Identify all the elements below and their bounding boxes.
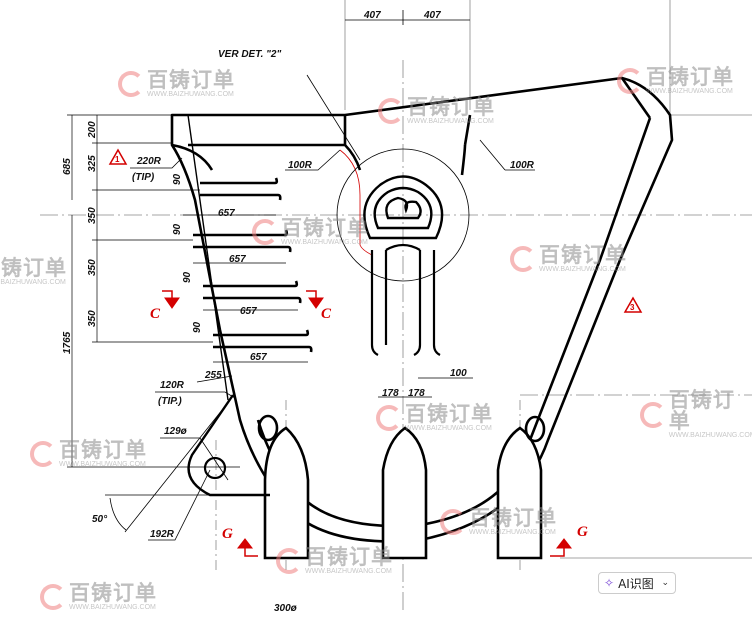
radius-192r: 192R [150,529,175,540]
top-dimension [345,10,470,25]
diameter-129: 129ø [164,426,187,437]
dim-407-left: 407 [363,10,381,21]
section-markers [162,290,573,557]
revision-triangle-3: 3 [623,296,643,313]
detail-reference: VER DET. "2" [218,49,281,60]
dim-1765: 1765 [62,331,73,354]
detail-2 [336,148,470,356]
dim-350-1: 350 [87,207,98,224]
fin-length-3: 657 [240,306,257,317]
ai-recognize-label: AI识图 [618,576,654,591]
section-g-left: G [222,526,233,542]
radius-220r: 220R [136,156,162,167]
dim-407-right: 407 [423,10,441,21]
dim-200: 200 [87,121,98,139]
dim-325: 325 [87,155,98,172]
chevron-down-icon[interactable]: ⌄ [661,578,669,588]
fin-length-1: 657 [218,208,235,219]
dim-255: 255 [204,370,222,381]
fin-dimension-lines [183,214,308,363]
gap-90-4: 90 [192,321,203,333]
fins [193,177,313,353]
dim-685: 685 [62,158,73,175]
section-c-left: C [150,306,161,322]
tip-note-2: (TIP.) [158,396,182,407]
section-c-right: C [321,306,332,322]
fin-length-2: 657 [229,254,246,265]
sparkle-icon: ✧ [604,576,615,590]
angle-50: 50° [92,514,108,525]
svg-text:1: 1 [115,155,120,164]
radius-100r-left: 100R [288,160,313,171]
tip-note: (TIP) [132,172,155,183]
radius-120r: 120R [160,380,185,391]
radius-100r-right: 100R [510,160,535,171]
gap-90-3: 90 [182,271,193,283]
dim-100: 100 [450,368,467,379]
teeth [257,414,546,560]
dim-178-right: 178 [408,388,425,399]
gap-90-2: 90 [172,223,183,235]
pivot-lug [105,375,270,541]
vertical-dimension-lines [67,114,240,468]
diameter-300: 300ø [274,603,297,614]
ai-recognize-button[interactable]: ✧ AI识图 ⌄ [598,572,676,594]
dim-350-2: 350 [87,259,98,276]
dim-350-3: 350 [87,310,98,327]
gap-90-1: 90 [172,173,183,185]
revision-triangle-1: 1 [108,148,128,165]
fin-length-4: 657 [250,352,267,363]
section-g-right: G [577,524,588,540]
svg-text:3: 3 [630,303,635,312]
dim-178-left: 178 [382,388,399,399]
